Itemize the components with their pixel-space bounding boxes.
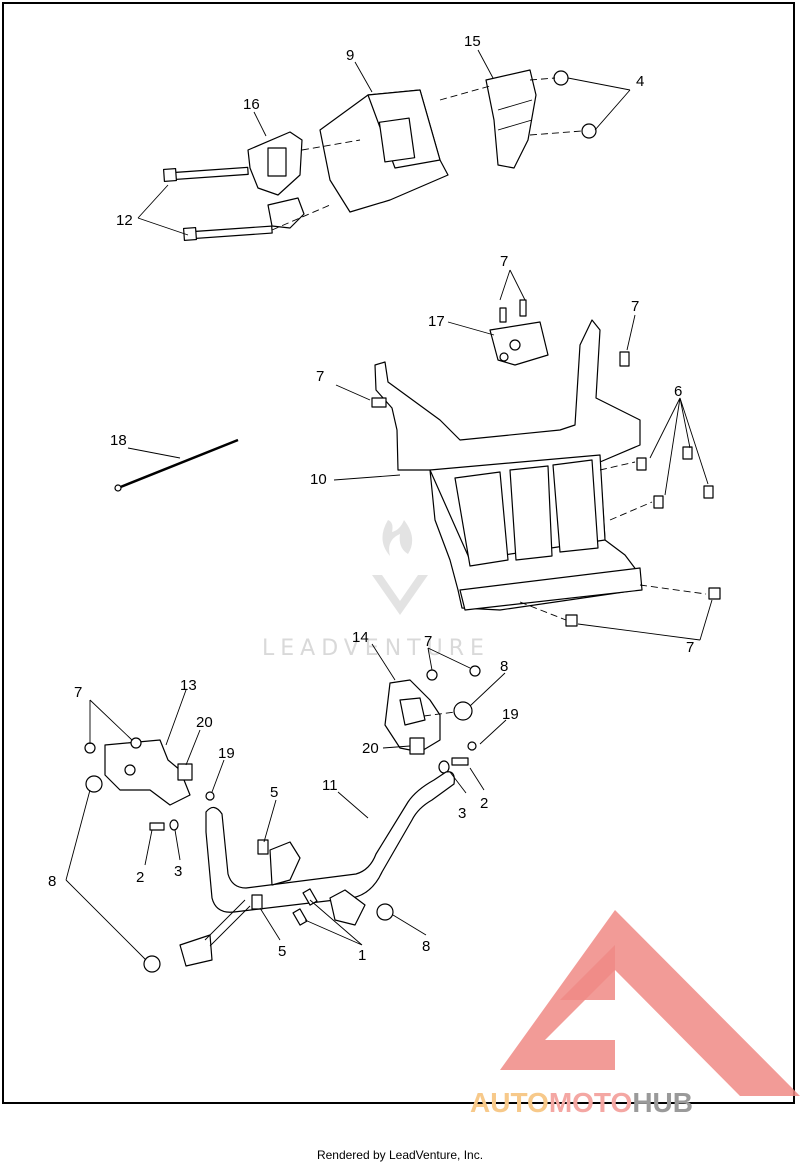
clip-5-upper	[257, 839, 269, 855]
bolt-7-13b	[130, 737, 142, 749]
bolt-6c	[653, 495, 664, 509]
callout-7-right: 7	[631, 298, 639, 315]
callout-5-upper: 5	[270, 784, 278, 801]
callout-1: 1	[358, 947, 366, 964]
bolt-7-14a	[426, 669, 438, 681]
brand-text: AUTOMOTOHUB	[470, 1087, 693, 1118]
clip-5-lower	[251, 894, 263, 910]
bushing-8-lower	[143, 955, 161, 973]
bumper-tube-11	[179, 771, 455, 967]
callout-7-top: 7	[500, 253, 508, 270]
callout-8-right: 8	[422, 938, 430, 955]
callout-9: 9	[346, 47, 354, 64]
callouts: 4 9 15 16 12 7 17 7 7 6 18 10 7 7 14 8 1…	[48, 33, 694, 964]
bolt-1b	[292, 908, 308, 926]
bolt-12a	[171, 166, 249, 181]
callout-10: 10	[310, 471, 327, 488]
callout-16: 16	[243, 96, 260, 113]
assembly-lines-top	[271, 77, 583, 231]
callout-17: 17	[428, 313, 445, 330]
callout-7-left: 7	[316, 368, 324, 385]
nut-4b	[581, 123, 597, 139]
frame-assembly-lines	[519, 461, 707, 621]
bolt-19-right	[467, 741, 477, 751]
bolt-12a-head	[162, 167, 178, 183]
callout-7-bracket14: 7	[424, 633, 432, 650]
bracket-16-tab	[267, 147, 287, 177]
callout-5-lower: 5	[278, 943, 286, 960]
bolt-19-left	[205, 791, 215, 801]
nut-4a	[553, 70, 569, 86]
callout-13: 13	[180, 677, 197, 694]
callout-12: 12	[116, 212, 133, 229]
callout-3-right: 3	[458, 805, 466, 822]
callout-14: 14	[352, 629, 369, 646]
bolt-7-13a	[84, 742, 96, 754]
bracket-15	[485, 69, 537, 169]
bolt-6b	[682, 446, 693, 460]
bolt-12b-head	[182, 226, 198, 242]
frame-fasteners	[371, 351, 721, 627]
bolt-7-lower-right	[708, 587, 721, 600]
bushing-8-right	[376, 903, 394, 921]
callout-2-right: 2	[480, 795, 488, 812]
bushing-8-upper	[453, 701, 473, 721]
callout-3-left: 3	[174, 863, 182, 880]
callout-8-upper: 8	[500, 658, 508, 675]
clip-20-right	[409, 737, 425, 755]
bolt-2-right	[451, 757, 469, 766]
bolt-7-14b	[469, 665, 481, 677]
bracket-15-rib	[497, 119, 533, 131]
callout-20-left: 20	[196, 714, 213, 731]
callout-20-right: 20	[362, 740, 379, 757]
bolt-7-left	[371, 397, 387, 408]
callout-2-left: 2	[136, 869, 144, 886]
callout-6: 6	[674, 383, 682, 400]
bracket-13	[104, 739, 191, 806]
upper-bracket-assembly	[162, 69, 597, 242]
footer-credit: Rendered by LeadVenture, Inc.	[316, 1148, 484, 1162]
bolt-6d	[703, 485, 714, 499]
bolt-12b	[191, 225, 273, 240]
callout-7-bracket13: 7	[74, 684, 82, 701]
diagram-frame	[2, 2, 795, 1104]
main-frame-10	[374, 299, 643, 611]
bolt-2-left	[149, 822, 165, 831]
callout-8-left: 8	[48, 873, 56, 890]
bolt-7-right	[619, 351, 630, 367]
bracket-15-rib	[497, 99, 533, 111]
bracket-9-window	[378, 117, 416, 163]
callout-15: 15	[464, 33, 481, 50]
lower-right-bracket-assembly	[384, 665, 481, 774]
bushing-8-left	[85, 775, 103, 793]
leader-lines	[65, 49, 713, 961]
rod-18	[114, 438, 239, 492]
callout-19-left: 19	[218, 745, 235, 762]
assembly-line-8	[423, 711, 456, 717]
watermark-text: LEADVENTURE	[262, 636, 490, 661]
callout-18: 18	[110, 432, 127, 449]
bolt-6a	[636, 457, 647, 471]
lower-left-bracket-assembly	[84, 737, 215, 973]
callout-7-lower-right: 7	[686, 639, 694, 656]
bolt-7-lower-left	[565, 614, 578, 627]
washer-3-left	[169, 819, 179, 831]
callout-19-right: 19	[502, 706, 519, 723]
clip-20-left	[177, 763, 193, 781]
callout-4: 4	[636, 73, 644, 90]
automotohub-logo: AUTOMOTOHUB	[470, 910, 800, 1118]
callout-11: 11	[322, 777, 338, 794]
